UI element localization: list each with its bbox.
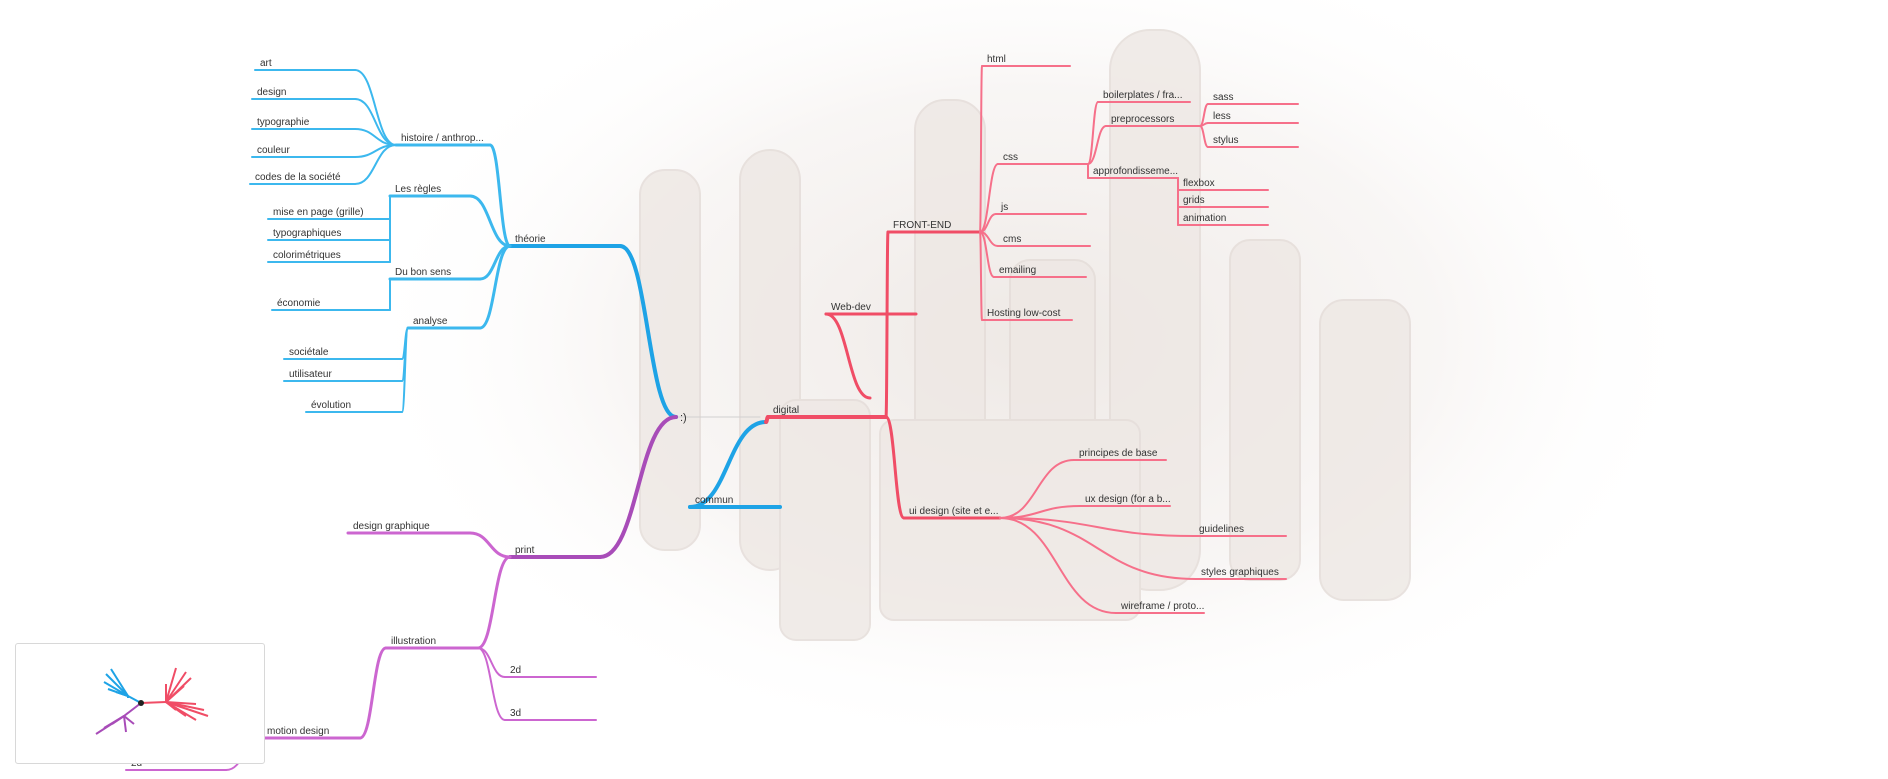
bon-sens-node-label[interactable]: Du bon sens — [395, 267, 451, 278]
minimap-purple-branch-4 — [123, 715, 135, 725]
approfondissement-node-label[interactable]: approfondisseme... — [1093, 166, 1178, 177]
analyse-node-label[interactable]: analyse — [413, 316, 448, 327]
ui-design-item-3-label[interactable]: styles graphiques — [1201, 567, 1279, 578]
ui-design-item-1-label[interactable]: ux design (for a b... — [1085, 494, 1171, 505]
illustration-node-connector — [476, 555, 512, 650]
print-node-connector — [598, 415, 678, 559]
minimap-red-branch-10 — [165, 701, 177, 711]
regles-item-1-label[interactable]: typographiques — [273, 228, 341, 239]
css-node-label[interactable]: css — [1003, 152, 1018, 163]
print-node-label[interactable]: print — [515, 545, 535, 556]
ui-design-item-4-label[interactable]: wireframe / proto... — [1120, 601, 1204, 612]
theorie-node-connector — [618, 244, 678, 419]
analyse-item-1-label[interactable]: utilisateur — [289, 369, 332, 380]
minimap-red-trunk — [140, 701, 167, 704]
motion-design-node-connector — [358, 646, 388, 740]
histoire-item-1-label[interactable]: design — [257, 87, 286, 98]
front-end-node-connector — [884, 230, 890, 419]
emailing-node-label[interactable]: emailing — [999, 265, 1036, 276]
analyse-item-2-connector — [401, 327, 409, 413]
minimap-blue-branch-0 — [110, 668, 129, 697]
ui-design-node-label[interactable]: ui design (site et e... — [909, 506, 999, 517]
minimap-purple-trunk — [123, 702, 142, 717]
histoire-item-3-label[interactable]: couleur — [257, 145, 290, 156]
commun-node-connector — [688, 420, 768, 509]
histoire-item-2-label[interactable]: typographie — [257, 117, 310, 128]
cms-node-label[interactable]: cms — [1003, 234, 1021, 245]
web-dev-node-label[interactable]: Web-dev — [831, 302, 871, 313]
histoire-item-4-connector — [354, 144, 397, 185]
boilerplates-node-label[interactable]: boilerplates / fra... — [1103, 90, 1182, 101]
histoire-node-connector — [488, 143, 512, 248]
regles-item-2-label[interactable]: colorimétriques — [273, 250, 341, 261]
minimap-blue-branch-5 — [123, 693, 129, 697]
approfondissement-item-2-label[interactable]: animation — [1183, 213, 1226, 224]
js-node-label[interactable]: js — [1000, 202, 1008, 213]
ui-design-item-2-label[interactable]: guidelines — [1199, 524, 1244, 535]
ui-design-item-3-connector — [999, 517, 1197, 580]
histoire-item-0-label[interactable]: art — [260, 58, 272, 69]
digital-node-label[interactable]: digital — [773, 405, 799, 416]
histoire-item-4-label[interactable]: codes de la société — [255, 172, 341, 183]
preprocessors-item-2-connector — [1199, 125, 1209, 148]
boilerplates-node-connector — [1087, 101, 1099, 165]
ui-design-item-4-connector — [999, 517, 1117, 614]
design-graphique-node-connector — [468, 531, 512, 559]
minimap-root-dot — [138, 700, 144, 706]
preprocessors-item-0-label[interactable]: sass — [1213, 92, 1234, 103]
minimap-red-branch-7 — [165, 701, 209, 717]
commun-node-label[interactable]: commun — [695, 495, 733, 506]
illustration-item-0-label[interactable]: 2d — [510, 665, 521, 676]
ui-design-item-0-connector — [999, 459, 1075, 519]
ui-design-item-2-connector — [999, 517, 1195, 537]
preprocessors-item-1-label[interactable]: less — [1213, 111, 1231, 122]
html-node-label[interactable]: html — [987, 54, 1006, 65]
preprocessors-node-label[interactable]: preprocessors — [1111, 114, 1174, 125]
emailing-node-connector — [979, 231, 995, 278]
illustration-item-1-label[interactable]: 3d — [510, 708, 521, 719]
html-node-connector — [979, 65, 983, 233]
illustration-item-0-connector — [477, 647, 506, 678]
hosting-node-label[interactable]: Hosting low-cost — [987, 308, 1061, 319]
approfondissement-item-1-label[interactable]: grids — [1183, 195, 1205, 206]
theorie-node-label[interactable]: théorie — [515, 234, 546, 245]
minimap[interactable] — [15, 643, 265, 764]
regles-node-label[interactable]: Les règles — [395, 184, 441, 195]
analyse-node-connector — [478, 244, 512, 330]
analyse-item-0-label[interactable]: sociétale — [289, 347, 329, 358]
preprocessors-node-connector — [1087, 125, 1107, 165]
ui-design-item-0-label[interactable]: principes de base — [1079, 448, 1158, 459]
minimap-purple-branch-3 — [123, 715, 127, 733]
illustration-node-label[interactable]: illustration — [391, 636, 436, 647]
minimap-red-branch-0 — [165, 667, 177, 703]
minimap-blue-branch-1 — [105, 673, 129, 697]
regles-node-connector — [468, 194, 512, 248]
root-node-label[interactable]: :) — [680, 412, 687, 424]
illustration-item-1-connector — [477, 647, 506, 721]
motion-design-node-label[interactable]: motion design — [267, 726, 329, 737]
approfondissement-item-0-label[interactable]: flexbox — [1183, 178, 1215, 189]
regles-item-0-label[interactable]: mise en page (grille) — [273, 207, 364, 218]
web-dev-node-connector — [824, 312, 872, 400]
front-end-node-label[interactable]: FRONT-END — [893, 220, 951, 231]
preprocessors-item-2-label[interactable]: stylus — [1213, 135, 1239, 146]
hosting-node-connector — [979, 231, 983, 321]
histoire-item-0-connector — [354, 69, 397, 146]
minimap-red-branch-3 — [165, 685, 185, 703]
analyse-item-2-label[interactable]: évolution — [311, 400, 351, 411]
ui-design-node-connector — [884, 415, 906, 520]
design-graphique-node-label[interactable]: design graphique — [353, 521, 430, 532]
minimap-purple-branch-2 — [111, 715, 125, 725]
bon-sens-item-0-label[interactable]: économie — [277, 298, 321, 309]
histoire-node-label[interactable]: histoire / anthrop... — [401, 133, 484, 144]
minimap-red-branch-1 — [165, 671, 187, 703]
